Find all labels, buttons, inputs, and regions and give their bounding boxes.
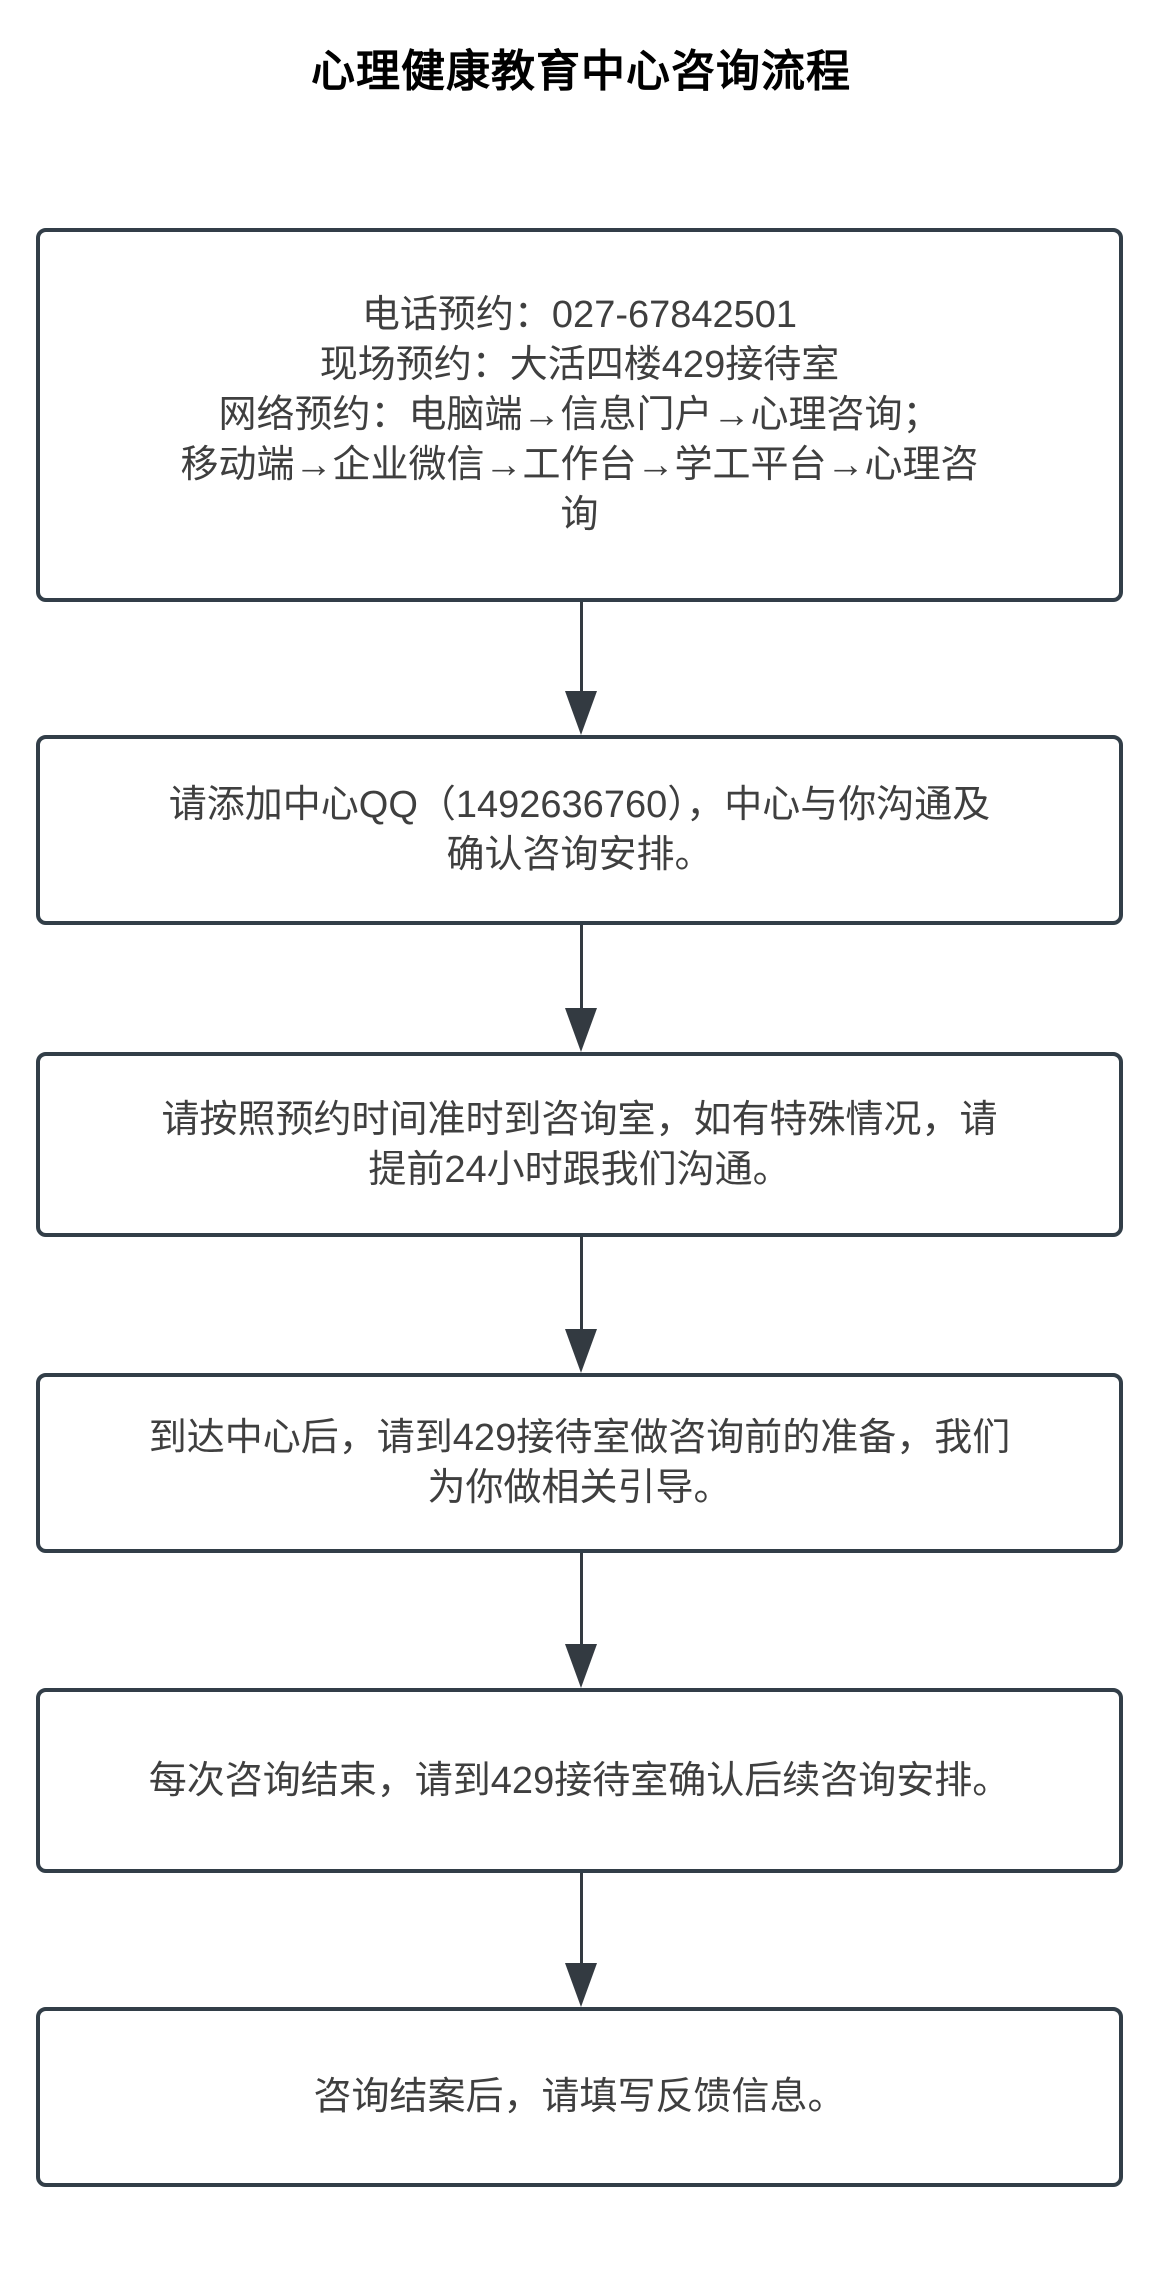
flow-step-pre-consult-preparation: 到达中心后，请到429接待室做咨询前的准备，我们 为你做相关引导。 <box>36 1373 1123 1553</box>
step-text-line: 询 <box>560 494 599 536</box>
flow-arrow-down <box>0 1873 1162 2007</box>
step-text-line: 咨询结案后，请填写反馈信息。 <box>313 2076 846 2118</box>
step-text-line: 电话预约：027-67842501 <box>361 294 798 336</box>
flow-arrow-down <box>0 1237 1162 1373</box>
arrow-head-icon <box>565 1008 597 1052</box>
arrow-head-icon <box>565 691 597 735</box>
arrow-shaft <box>579 1873 583 1965</box>
step-text-line: 移动端→企业微信→工作台→学工平台→心理咨 <box>180 444 979 486</box>
flow-arrow-down <box>0 925 1162 1052</box>
arrow-shaft <box>579 1237 583 1331</box>
flow-step-arrive-on-time: 请按照预约时间准时到咨询室，如有特殊情况，请 提前24小时跟我们沟通。 <box>36 1052 1123 1237</box>
step-text-line: 请按照预约时间准时到咨询室，如有特殊情况，请 <box>161 1098 998 1141</box>
flow-step-appointment-channels: 电话预约：027-67842501 现场预约：大活四楼429接待室 网络预约：电… <box>36 228 1123 602</box>
arrow-head-icon <box>565 1329 597 1373</box>
flow-step-feedback: 咨询结案后，请填写反馈信息。 <box>36 2007 1123 2187</box>
step-text-line: 请添加中心QQ（1492636760），中心与你沟通及 <box>168 784 991 826</box>
step-text-line: 为你做相关引导。 <box>427 1467 732 1509</box>
page-title: 心理健康教育中心咨询流程 <box>311 47 851 96</box>
arrow-shaft <box>579 925 583 1010</box>
step-text-line: 每次咨询结束，请到429接待室确认后续咨询安排。 <box>148 1759 1011 1802</box>
arrow-shaft <box>579 1553 583 1646</box>
arrow-shaft <box>579 602 583 693</box>
flow-arrow-down <box>0 1553 1162 1688</box>
arrow-head-icon <box>565 1963 597 2007</box>
step-text-line: 确认咨询安排。 <box>446 834 713 876</box>
step-text-line: 现场预约：大活四楼429接待室 <box>319 344 840 386</box>
flow-step-confirm-followup: 每次咨询结束，请到429接待室确认后续咨询安排。 <box>36 1688 1123 1873</box>
arrow-head-icon <box>565 1644 597 1688</box>
step-text-line: 提前24小时跟我们沟通。 <box>368 1148 791 1191</box>
step-text-line: 到达中心后，请到429接待室做咨询前的准备，我们 <box>148 1417 1011 1459</box>
step-text-line: 网络预约：电脑端→信息门户→心理咨询； <box>218 394 941 436</box>
flow-step-add-center-qq: 请添加中心QQ（1492636760），中心与你沟通及 确认咨询安排。 <box>36 735 1123 925</box>
flow-arrow-down <box>0 602 1162 735</box>
